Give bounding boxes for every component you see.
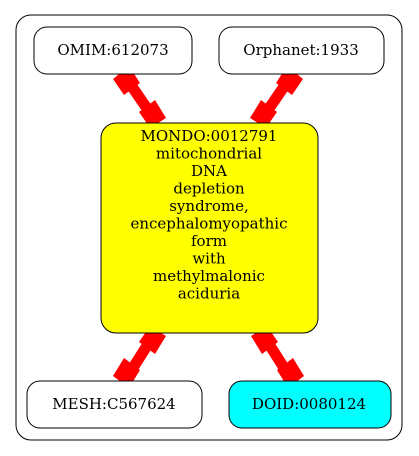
node-mondo-label-line: with (192, 250, 226, 268)
node-mondo-label-line: depletion (173, 180, 245, 198)
node-mesh-label: MESH:C567624 (52, 395, 175, 413)
node-mesh[interactable]: MESH:C567624 (26, 380, 203, 429)
node-mondo-label-line: DNA (191, 162, 227, 180)
node-doid[interactable]: DOID:0080124 (228, 380, 392, 429)
node-mondo-label-line: form (191, 232, 227, 250)
node-orphanet[interactable]: Orphanet:1933 (218, 26, 385, 75)
node-mondo-label-line: syndrome, (169, 197, 249, 215)
node-mondo-label-line: encephalomyopathic (130, 215, 287, 233)
node-mondo-label-line: mitochondrial (156, 145, 262, 163)
node-orphanet-label: Orphanet:1933 (243, 41, 358, 59)
node-mondo-label-line: methylmalonic (153, 267, 265, 285)
node-omim-label: OMIM:612073 (57, 41, 168, 59)
node-mondo-label-line: aciduria (178, 285, 240, 303)
node-omim[interactable]: OMIM:612073 (33, 26, 193, 75)
node-mondo-label-line: MONDO:0012791 (141, 127, 278, 145)
node-doid-label: DOID:0080124 (252, 395, 366, 413)
